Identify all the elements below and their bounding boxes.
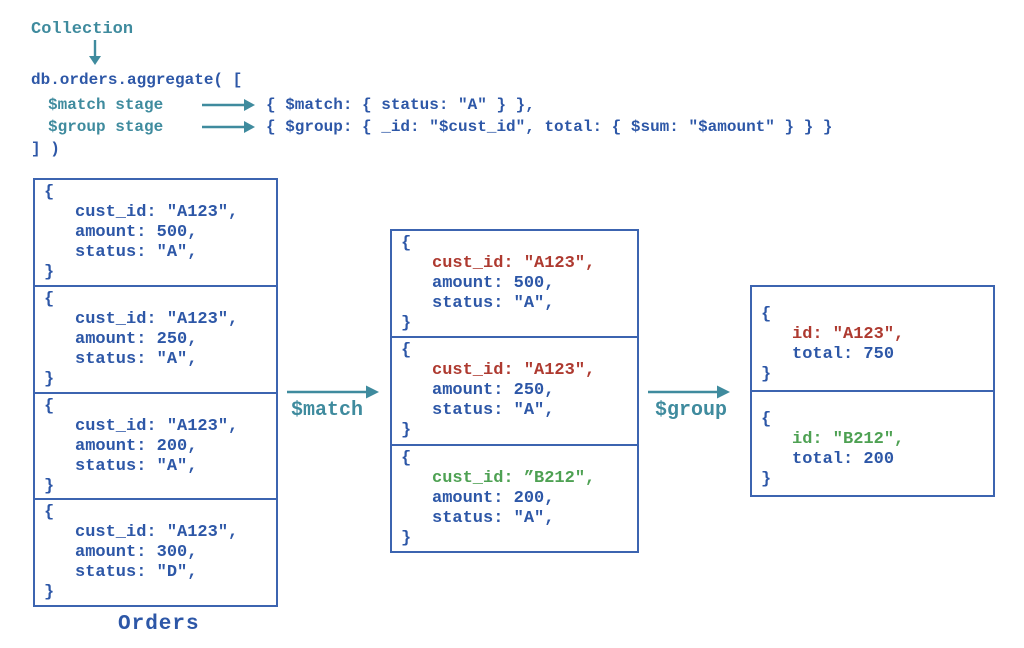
document-card: { id: "B212", total: 200 } [752, 392, 993, 495]
aggregate-open-code: db.orders.aggregate( [ [31, 71, 243, 89]
doc-line: status: "A", [75, 349, 198, 369]
doc-line: } [401, 528, 412, 548]
doc-line: amount: 500, [432, 274, 555, 293]
doc-line: { [44, 183, 55, 202]
document-card: { cust_id: "A123", amount: 250, status: … [35, 287, 276, 394]
doc-line: total: 200 [792, 450, 895, 469]
doc-line: { [401, 234, 412, 253]
doc-line: cust_id: "A123", [75, 203, 239, 222]
match-pipeline-arrow-icon [287, 385, 379, 399]
match-pipeline-label: $match [291, 399, 364, 422]
doc-line: amount: 300, [75, 543, 198, 563]
doc-line: { [401, 341, 412, 361]
doc-line: cust_id: "A123", [75, 523, 239, 543]
doc-line: } [44, 583, 55, 603]
doc-line: total: 750 [792, 345, 895, 364]
doc-line: status: "A", [432, 401, 555, 421]
doc-line: cust_id: "A123", [432, 254, 596, 273]
doc-line: { [44, 396, 55, 416]
doc-line: cust_id: "A123", [75, 309, 239, 329]
down-arrow-icon [89, 40, 101, 65]
doc-line: { [44, 289, 55, 309]
doc-line: } [761, 365, 772, 384]
doc-line: { [761, 305, 772, 324]
doc-line: } [401, 421, 412, 441]
group-stage-code: { $group: { _id: "$cust_id", total: { $s… [266, 118, 833, 136]
doc-line: cust_id: "A123", [75, 416, 239, 436]
doc-line: } [44, 476, 55, 496]
doc-line: status: "A", [432, 508, 555, 528]
doc-line: } [401, 314, 412, 333]
doc-line: amount: 200, [75, 436, 198, 456]
group-pipeline-arrow-icon [648, 385, 730, 399]
aggregate-close-code: ] ) [31, 140, 60, 158]
doc-line: } [44, 263, 55, 282]
doc-line: status: "D", [75, 563, 198, 583]
doc-line: } [44, 369, 55, 389]
document-card: { cust_id: "A123", amount: 500, status: … [35, 180, 276, 287]
doc-line: status: "A", [432, 294, 555, 313]
match-stage-label: $match stage [48, 96, 164, 114]
doc-line: amount: 500, [75, 223, 198, 242]
group-pipeline-label: $group [655, 399, 728, 422]
document-card: { cust_id: "A123", amount: 250, status: … [392, 338, 637, 446]
match-result-box: { cust_id: "A123", amount: 500, status: … [390, 229, 639, 553]
doc-line: id: "A123", [792, 325, 905, 344]
orders-box-caption: Orders [118, 613, 200, 636]
doc-line: amount: 250, [432, 381, 555, 401]
doc-line: status: "A", [75, 456, 198, 476]
doc-line: id: "B212", [792, 430, 905, 449]
doc-line: { [401, 448, 412, 468]
document-card: { cust_id: ”B212", amount: 200, status: … [392, 446, 637, 551]
match-stage-arrow-icon [202, 99, 255, 111]
orders-collection-box: { cust_id: "A123", amount: 500, status: … [33, 178, 278, 607]
doc-line: amount: 250, [75, 329, 198, 349]
document-card: { cust_id: "A123", amount: 300, status: … [35, 500, 276, 605]
doc-line: cust_id: "A123", [432, 361, 596, 381]
document-card: { cust_id: "A123", amount: 500, status: … [392, 231, 637, 339]
doc-line: status: "A", [75, 243, 198, 262]
group-result-box: { id: "A123", total: 750 } { id: "B212",… [750, 285, 995, 497]
collection-label: Collection [31, 20, 134, 39]
doc-line: cust_id: ”B212", [432, 468, 596, 488]
match-stage-code: { $match: { status: "A" } }, [266, 96, 535, 114]
document-card: { cust_id: "A123", amount: 200, status: … [35, 394, 276, 501]
doc-line: amount: 200, [432, 488, 555, 508]
doc-line: } [761, 470, 772, 489]
document-card: { id: "A123", total: 750 } [752, 287, 993, 392]
doc-line: { [761, 410, 772, 429]
doc-line: { [44, 503, 55, 523]
group-stage-label: $group stage [48, 118, 164, 136]
group-stage-arrow-icon [202, 121, 255, 133]
